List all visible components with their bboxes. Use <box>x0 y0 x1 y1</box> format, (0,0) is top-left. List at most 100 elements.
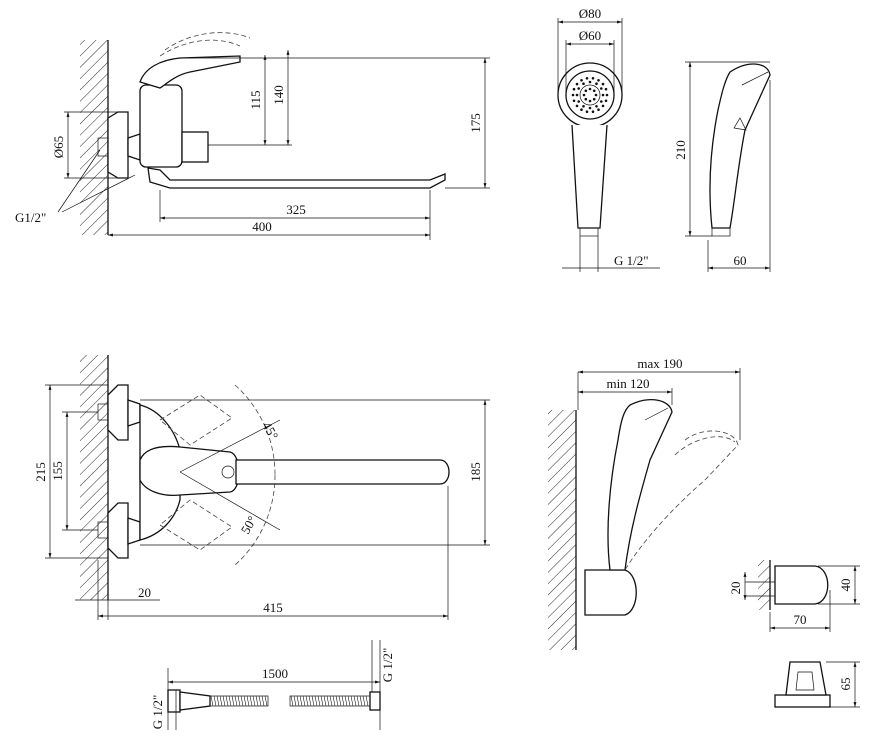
dim-215: 215 <box>33 462 48 482</box>
nozzle-dot <box>591 110 595 113</box>
dim-d65: Ø65 <box>51 136 66 158</box>
hose-rib <box>231 695 235 707</box>
nozzle-dot <box>577 87 580 90</box>
shower-profile <box>709 63 771 229</box>
hose-rib <box>326 695 330 707</box>
dim-210: 210 <box>673 140 688 160</box>
shower-in-holder <box>607 399 673 571</box>
hose-rib <box>329 695 333 707</box>
dim-175: 175 <box>468 113 483 133</box>
nozzle-dot <box>582 82 585 85</box>
dim-140: 140 <box>271 85 286 105</box>
nozzle-dot <box>601 82 605 86</box>
faucet-side-view: 400 325 175 140 115 Ø65 G1/2" <box>15 32 490 240</box>
dim-400: 400 <box>252 219 272 234</box>
dim-shower-thread: G 1/2" <box>614 253 649 268</box>
hose-rib <box>264 695 268 707</box>
nozzle-dot <box>582 93 586 97</box>
nozzle-dot <box>588 87 592 91</box>
nozzle-dot <box>605 93 609 97</box>
dim-hose-thread-left: G 1/2" <box>150 695 165 730</box>
mixer-plan-body <box>139 445 240 496</box>
hose-rib <box>308 695 312 707</box>
shower-handle <box>571 124 608 229</box>
bracket-body <box>774 565 829 605</box>
wall-holder <box>584 569 637 616</box>
hose-rib <box>311 695 315 707</box>
dim-115: 115 <box>248 90 263 109</box>
shower-head-outer <box>557 62 623 128</box>
hose-rib <box>299 695 303 707</box>
nozzle-dot <box>580 79 583 82</box>
nozzle-dot <box>588 106 592 110</box>
dim-415: 415 <box>263 600 283 615</box>
faucet-plan-view: 45° 50° 215 155 185 20 415 <box>33 355 490 620</box>
bracket-side-view: 20 40 70 <box>728 560 860 632</box>
nozzle-dot <box>575 82 579 86</box>
nozzle-dot <box>600 100 603 103</box>
hose-rib <box>216 695 220 707</box>
nozzle-dot <box>575 93 579 97</box>
wall-flange <box>107 111 129 179</box>
nozzle-dot <box>591 77 595 80</box>
hose-rib <box>210 695 214 707</box>
dim-155: 155 <box>50 461 65 481</box>
hose-rib <box>362 695 366 707</box>
hose-rib <box>249 695 253 707</box>
nozzle-dot <box>575 104 579 108</box>
dim-bracket-40: 40 <box>838 579 853 592</box>
spout <box>147 167 446 189</box>
hose-rib <box>341 695 345 707</box>
nozzle-dot <box>592 97 596 101</box>
hose-rib <box>335 695 339 707</box>
dim-bracket-65: 65 <box>838 678 853 691</box>
dim-max190: max 190 <box>637 356 682 371</box>
hose-rib <box>293 695 297 707</box>
hose-rib <box>234 695 238 707</box>
nozzle-dot <box>595 82 598 85</box>
nozzle-dot <box>585 110 589 113</box>
nozzle-dot <box>595 105 598 108</box>
nozzle-dot <box>585 77 589 80</box>
hose-rib <box>356 695 360 707</box>
hose-rib <box>314 695 318 707</box>
nozzle-dot <box>584 89 588 93</box>
hose-rib <box>350 695 354 707</box>
hose-rib <box>323 695 327 707</box>
dim-bracket-70: 70 <box>794 612 807 627</box>
dim-hose-thread-right: G 1/2" <box>380 648 395 683</box>
hose-rib <box>302 695 306 707</box>
hand-shower-side-view: 210 60 <box>673 61 771 272</box>
angle-45: 45° <box>259 419 281 442</box>
dim-bracket-20: 20 <box>728 582 743 595</box>
hose-rib <box>261 695 265 707</box>
hose-rib <box>359 695 363 707</box>
nozzle-dot <box>571 93 575 97</box>
hand-shower-front-view: Ø80 Ø60 G 1/2" <box>557 6 660 272</box>
thread-stub <box>97 137 109 157</box>
hose-rib <box>255 695 259 707</box>
nozzle-dot <box>580 108 583 111</box>
nozzle-dot <box>604 87 608 91</box>
hose-rib <box>225 695 229 707</box>
spout-plan <box>235 459 450 485</box>
hose-rib <box>365 695 369 707</box>
nozzle-dot <box>597 79 600 82</box>
hose-rib <box>243 695 247 707</box>
nozzle-dot <box>577 100 580 103</box>
nozzle-dot <box>588 99 592 103</box>
hose-rib <box>219 695 223 707</box>
nozzle-dot <box>604 99 608 103</box>
wall-hatch <box>80 40 108 235</box>
dim-min120: min 120 <box>607 376 650 391</box>
nozzle-dot <box>582 105 585 108</box>
hose-rib <box>296 695 300 707</box>
hose-rib <box>246 695 250 707</box>
bracket-front-body <box>785 661 827 696</box>
dim-thread-g12: G1/2" <box>15 210 46 225</box>
dim-d80: Ø80 <box>579 6 601 21</box>
shower-holder-view: max 190 min 120 <box>548 356 741 650</box>
nozzle-dot <box>584 97 588 101</box>
